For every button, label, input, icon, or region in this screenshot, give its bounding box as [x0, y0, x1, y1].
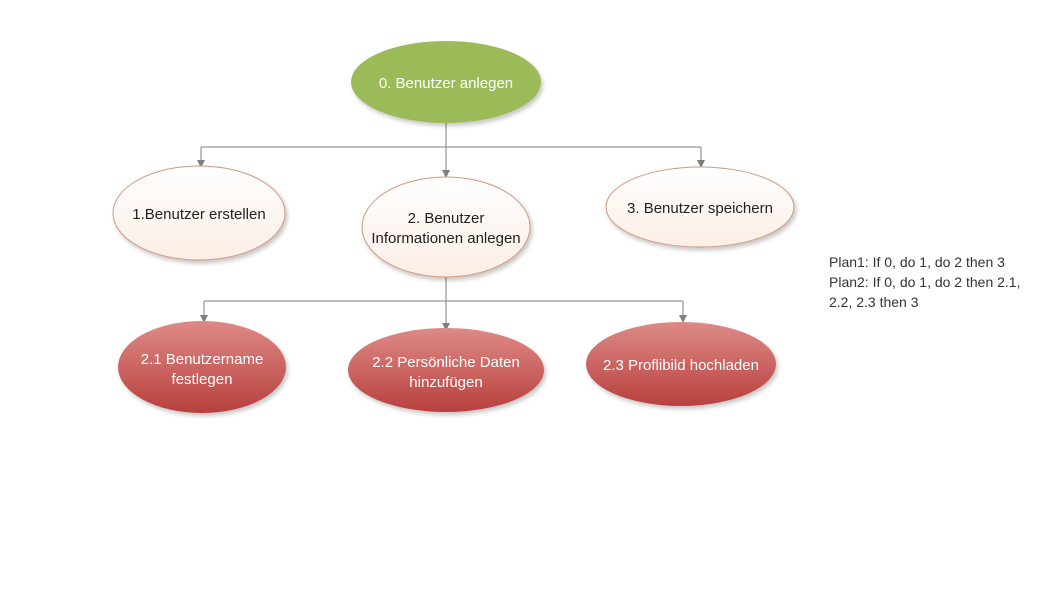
- node-2: 2. Benutzer Informationen anlegen: [361, 176, 531, 278]
- node-2-1-label-line-1: 2.1 Benutzername: [141, 351, 264, 368]
- node-2-label-line-2: Informationen anlegen: [371, 230, 520, 247]
- plan-2-text: Plan2: If 0, do 1, do 2 then 2.1, 2.2, 2…: [829, 274, 1021, 310]
- node-3-label: 3. Benutzer speichern: [627, 200, 773, 217]
- node-2-3-label: 2.3 Proflibild hochladen: [603, 357, 759, 374]
- node-2-2: 2.2 Persönliche Daten hinzufügen: [348, 328, 544, 412]
- plan-notes: Plan1: If 0, do 1, do 2 then 3 Plan2: If…: [829, 252, 1039, 312]
- node-root-label: 0. Benutzer anlegen: [379, 75, 513, 92]
- node-root: 0. Benutzer anlegen: [351, 41, 541, 123]
- plan-1-text: Plan1: If 0, do 1, do 2 then 3: [829, 254, 1005, 270]
- node-1: 1.Benutzer erstellen: [112, 165, 286, 261]
- node-3: 3. Benutzer speichern: [605, 166, 795, 248]
- node-1-label: 1.Benutzer erstellen: [132, 206, 265, 223]
- node-2-3: 2.3 Proflibild hochladen: [586, 322, 776, 406]
- node-2-1: 2.1 Benutzername festlegen: [118, 321, 286, 413]
- node-2-2-label-line-2: hinzufügen: [409, 374, 482, 391]
- node-2-1-shape: [118, 321, 286, 413]
- node-2-label-line-1: 2. Benutzer: [408, 210, 485, 227]
- node-2-3-shape: [586, 322, 776, 406]
- node-root-shape: [351, 41, 541, 123]
- connectors-level-2: [200, 277, 687, 331]
- node-2-shape: [361, 176, 531, 278]
- node-2-1-label-line-2: festlegen: [172, 371, 233, 388]
- connectors-level-1: [197, 123, 705, 178]
- node-1-shape: [112, 165, 286, 261]
- node-2-2-shape: [348, 328, 544, 412]
- node-2-2-label-line-1: 2.2 Persönliche Daten: [372, 354, 520, 371]
- node-3-shape: [605, 166, 795, 248]
